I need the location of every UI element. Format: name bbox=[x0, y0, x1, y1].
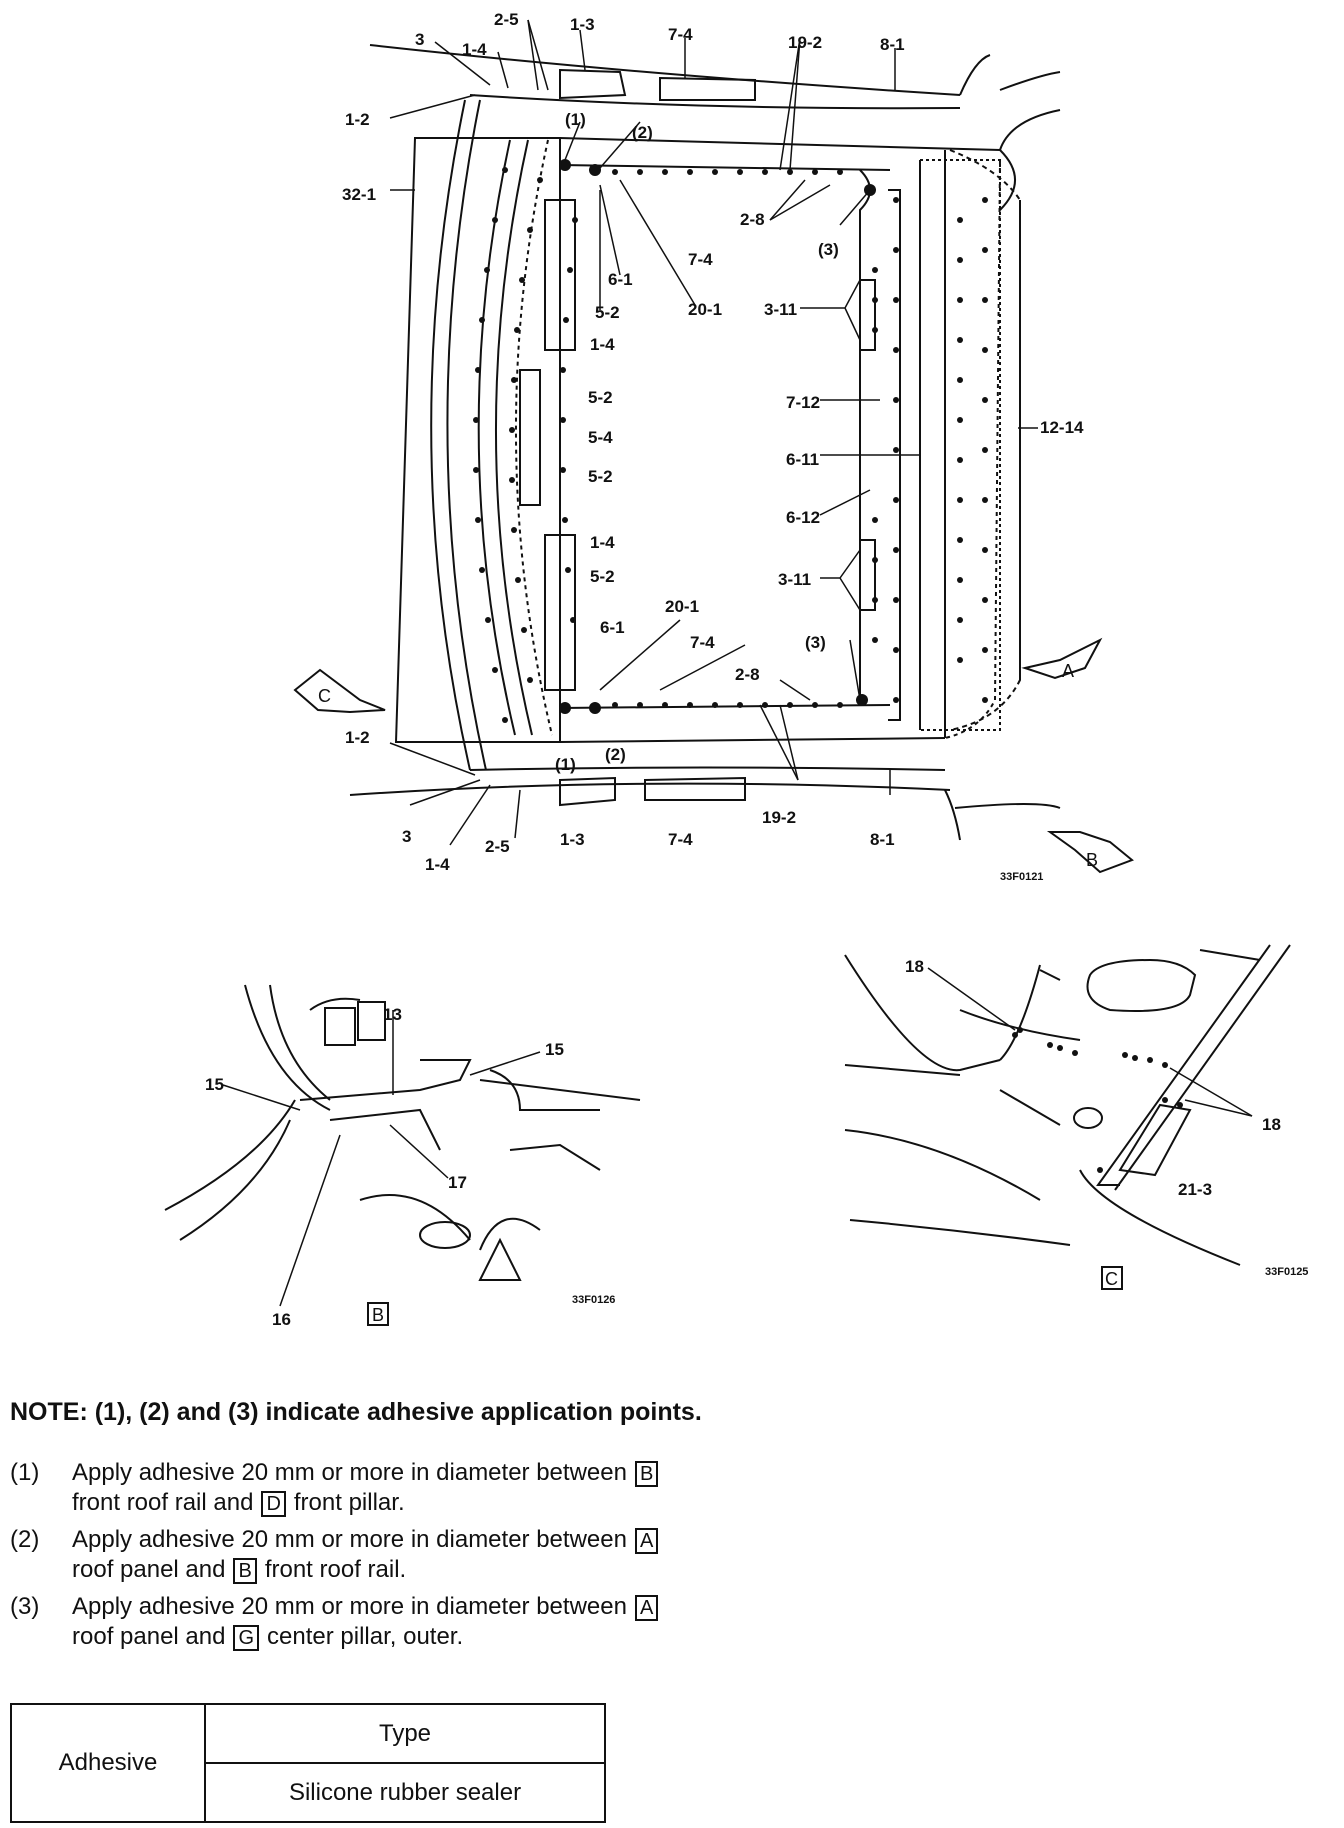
note-item-line2b: front pillar. bbox=[293, 1489, 405, 1516]
callout-label: 5-2 bbox=[590, 567, 615, 586]
leader-lines bbox=[389, 19, 1038, 846]
note-item-number: (3) bbox=[10, 1593, 40, 1620]
detail-c-weld-dots bbox=[1012, 1027, 1183, 1173]
figure-code: 33F0121 bbox=[1000, 871, 1043, 883]
callout-label: 8-1 bbox=[870, 830, 895, 849]
detail-b-outline bbox=[164, 984, 641, 1281]
adhesive-table: Adhesive Type Silicone rubber sealer bbox=[10, 1703, 606, 1823]
roof-panel-outline bbox=[349, 44, 1061, 841]
detail-b-label: B bbox=[372, 1305, 384, 1325]
callout-label: 6-1 bbox=[600, 618, 625, 637]
view-label-c: C bbox=[318, 686, 331, 706]
note-tag: A bbox=[634, 1527, 659, 1554]
note-item-line2a: roof panel and bbox=[72, 1556, 226, 1583]
callout-label: 1-4 bbox=[590, 335, 615, 354]
callout-label: 7-12 bbox=[786, 393, 820, 412]
callout-label: 8-1 bbox=[880, 35, 905, 54]
callout-label: 7-4 bbox=[668, 830, 693, 849]
callout-label: 13 bbox=[383, 1005, 402, 1024]
callout-label: 15 bbox=[545, 1040, 564, 1059]
view-label-b: B bbox=[1086, 850, 1098, 870]
note-item-line1: Apply adhesive 20 mm or more in diameter… bbox=[72, 1526, 627, 1553]
callout-label: 12-14 bbox=[1040, 418, 1084, 437]
note-item-number: (1) bbox=[10, 1459, 40, 1486]
note-tag: D bbox=[261, 1490, 286, 1517]
callout-label: 6-12 bbox=[786, 508, 820, 527]
callout-label: 5-2 bbox=[588, 388, 613, 407]
note-tag: B bbox=[233, 1557, 257, 1584]
view-arrows bbox=[293, 637, 1134, 874]
callout-label: 3 bbox=[415, 30, 424, 49]
callout-label: 7-4 bbox=[668, 25, 693, 44]
view-label-a: A bbox=[1062, 661, 1074, 681]
callout-label: 3-11 bbox=[764, 300, 797, 319]
callout-label: (3) bbox=[818, 240, 839, 259]
callout-label: 1-3 bbox=[570, 15, 595, 34]
callout-label: 7-4 bbox=[690, 633, 715, 652]
callout-label: 19-2 bbox=[788, 33, 822, 52]
note-item-line1: Apply adhesive 20 mm or more in diameter… bbox=[72, 1593, 627, 1620]
callout-label: 6-11 bbox=[786, 450, 819, 469]
detail-b-leaders bbox=[222, 1010, 541, 1307]
callout-label: 19-2 bbox=[762, 808, 796, 827]
callout-label: 2-8 bbox=[735, 665, 760, 684]
callout-label: 2-8 bbox=[740, 210, 765, 229]
callout-label: 1-4 bbox=[462, 40, 487, 59]
figure-code: 33F0125 bbox=[1265, 1266, 1308, 1278]
callout-label: 1-2 bbox=[345, 110, 370, 129]
callout-label: 1-4 bbox=[590, 533, 615, 552]
callout-label: 3 bbox=[402, 827, 411, 846]
note-item-line2a: roof panel and bbox=[72, 1623, 226, 1650]
callout-label: 21-3 bbox=[1178, 1180, 1212, 1199]
callout-label: (2) bbox=[605, 745, 626, 764]
callout-label: 1-4 bbox=[425, 855, 450, 874]
callout-label: 16 bbox=[272, 1310, 291, 1329]
detail-c-outline bbox=[844, 944, 1291, 1266]
note-heading: NOTE: (1), (2) and (3) indicate adhesive… bbox=[10, 1398, 702, 1426]
callout-label: 20-1 bbox=[688, 300, 722, 319]
callout-label: 18 bbox=[1262, 1115, 1281, 1134]
note-item-line2a: front roof rail and bbox=[72, 1489, 254, 1516]
table-col-header: Type bbox=[204, 1703, 606, 1764]
callout-label: 5-2 bbox=[588, 467, 613, 486]
callout-label: 5-4 bbox=[588, 428, 613, 447]
callout-label: (1) bbox=[555, 755, 576, 774]
callout-label: 7-4 bbox=[688, 250, 713, 269]
callout-label: 5-2 bbox=[595, 303, 620, 322]
callout-label: 6-1 bbox=[608, 270, 633, 289]
callout-label: 2-5 bbox=[485, 837, 510, 856]
note-tag: G bbox=[233, 1624, 260, 1651]
callout-label: 17 bbox=[448, 1173, 467, 1192]
note-tag: A bbox=[634, 1594, 659, 1621]
callout-label: 18 bbox=[905, 957, 924, 976]
note-item-line2b: center pillar, outer. bbox=[267, 1623, 464, 1650]
callout-label: (2) bbox=[632, 123, 653, 142]
note-item-line1: Apply adhesive 20 mm or more in diameter… bbox=[72, 1459, 627, 1486]
table-cell-value: Silicone rubber sealer bbox=[204, 1762, 606, 1823]
table-row-header: Adhesive bbox=[10, 1703, 206, 1823]
callout-label: 20-1 bbox=[665, 597, 699, 616]
note-item-number: (2) bbox=[10, 1526, 40, 1553]
weld-points bbox=[473, 159, 988, 723]
detail-c-label: C bbox=[1105, 1269, 1118, 1289]
callout-label: 1-3 bbox=[560, 830, 585, 849]
callout-label: 1-2 bbox=[345, 728, 370, 747]
callout-label: (1) bbox=[565, 110, 586, 129]
note-item-line2b: front roof rail. bbox=[264, 1556, 407, 1583]
callout-label: 2-5 bbox=[494, 10, 519, 29]
callout-label: 32-1 bbox=[342, 185, 376, 204]
callout-label: (3) bbox=[805, 633, 826, 652]
figure-code: 33F0126 bbox=[572, 1294, 615, 1306]
callout-label: 15 bbox=[205, 1075, 224, 1094]
callout-label: 3-11 bbox=[778, 570, 811, 589]
note-tag: B bbox=[634, 1460, 659, 1487]
detail-c-leaders bbox=[927, 967, 1253, 1117]
